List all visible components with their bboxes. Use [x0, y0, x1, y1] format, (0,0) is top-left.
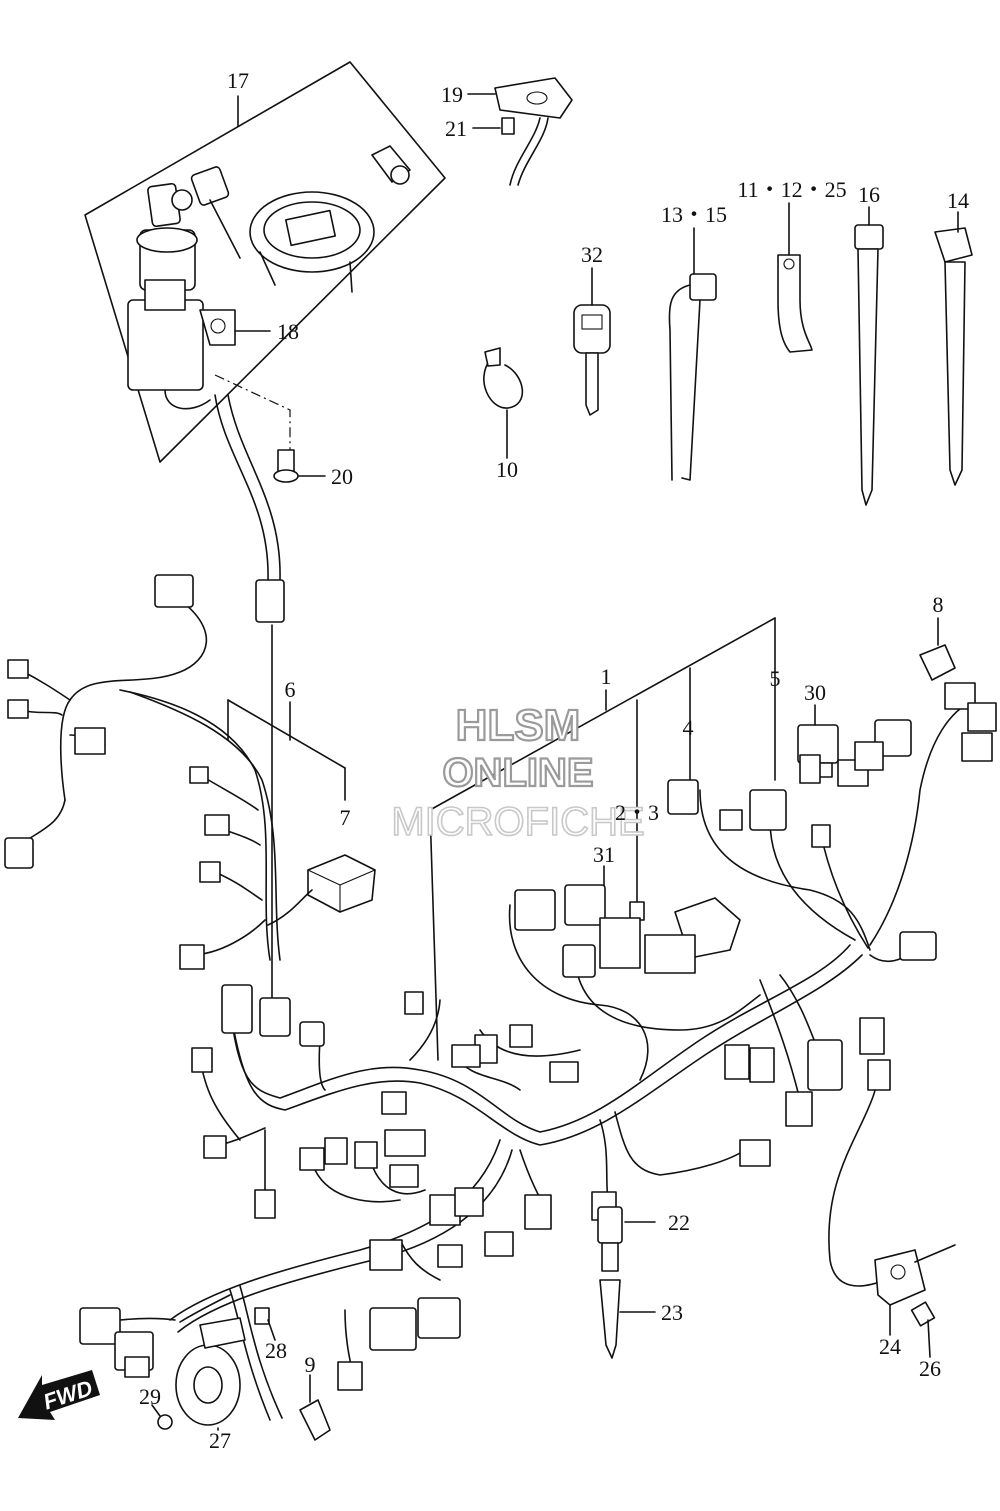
watermark-line-2: ONLINE — [442, 751, 593, 795]
callout-23: 23 — [661, 1300, 683, 1325]
bracket-9-icon — [299, 1374, 331, 1441]
callout-17: 17 — [227, 68, 249, 93]
callout-19: 19 — [441, 82, 463, 107]
callout-30: 30 — [804, 680, 826, 705]
callout-27: 27 — [209, 1428, 231, 1453]
bolt-position-line — [214, 374, 291, 455]
watermark: HLSM ONLINE MICROFICHE — [391, 700, 646, 845]
clamp-10-icon — [483, 347, 524, 459]
watermark-line-3: MICROFICHE — [391, 800, 644, 844]
callout-4: 4 — [683, 715, 694, 740]
switch-cable — [214, 394, 269, 581]
harness-6-wires — [19, 599, 313, 961]
main-harness-connectors — [79, 682, 997, 1391]
callout-2-3: 2・3 — [615, 800, 659, 825]
sub-harness-leaders — [227, 624, 346, 1011]
clip-11-12-25-icon — [777, 202, 813, 353]
callout-14: 14 — [947, 188, 969, 213]
callout-26: 26 — [919, 1356, 941, 1381]
callout-labels: 17 18 19 21 20 32 10 13・15 11・12・25 16 1… — [139, 68, 969, 1453]
callout-32: 32 — [581, 242, 603, 267]
watermark-line-1: HLSM — [456, 701, 581, 750]
connector-cap-8-icon — [919, 617, 956, 681]
nut-29-icon — [151, 1404, 173, 1430]
callout-1: 1 — [601, 664, 612, 689]
callout-24: 24 — [879, 1334, 901, 1359]
cable-tie-13-15-icon — [668, 227, 717, 481]
bolt-26-icon — [910, 1301, 936, 1358]
callout-16: 16 — [858, 182, 880, 207]
callout-20: 20 — [331, 464, 353, 489]
callout-7: 7 — [340, 805, 351, 830]
switch-connector-icon — [255, 579, 285, 623]
sensor-19-group — [467, 77, 573, 186]
callout-5: 5 — [770, 666, 781, 691]
cable-tie-16-icon — [854, 206, 884, 506]
horn-27-icon — [175, 1317, 246, 1431]
callout-31: 31 — [593, 842, 615, 867]
harness-6-connectors — [4, 574, 230, 970]
blank-key-32-icon — [573, 267, 611, 416]
relay-31-icon — [564, 865, 606, 926]
callout-8: 8 — [933, 592, 944, 617]
callout-18: 18 — [277, 319, 299, 344]
ignition-switch-icon — [127, 227, 211, 410]
bolt-20-icon — [273, 449, 299, 483]
callout-9: 9 — [305, 1352, 316, 1377]
callout-11-12-25: 11・12・25 — [737, 177, 846, 202]
screw-21-icon — [501, 117, 515, 135]
main-harness-wires — [119, 699, 976, 1421]
cable-tie-14-icon — [934, 211, 973, 486]
unit-7-icon — [307, 854, 376, 913]
sensor-23-icon — [599, 1279, 656, 1359]
fuel-cap-icon — [249, 191, 375, 293]
control-unit-icon — [599, 897, 741, 974]
callout-22: 22 — [668, 1210, 690, 1235]
callout-28: 28 — [265, 1338, 287, 1363]
callout-10: 10 — [496, 457, 518, 482]
ignition-key-icon — [147, 166, 241, 259]
callout-29: 29 — [139, 1384, 161, 1409]
callout-13-15: 13・15 — [661, 202, 727, 227]
sensor-22-icon — [597, 1206, 656, 1272]
bolt-28-icon — [254, 1307, 276, 1341]
seat-lock-icon — [371, 145, 411, 185]
lock-bracket-icon — [199, 309, 236, 346]
forward-direction-arrow: FWD — [18, 1370, 100, 1420]
fwd-label: FWD — [40, 1375, 95, 1414]
callout-6: 6 — [285, 677, 296, 702]
ignition-lock-set-group — [84, 61, 446, 623]
callout-21: 21 — [445, 116, 467, 141]
sensor-19-icon — [494, 77, 573, 119]
switch-24-icon — [874, 1244, 956, 1336]
